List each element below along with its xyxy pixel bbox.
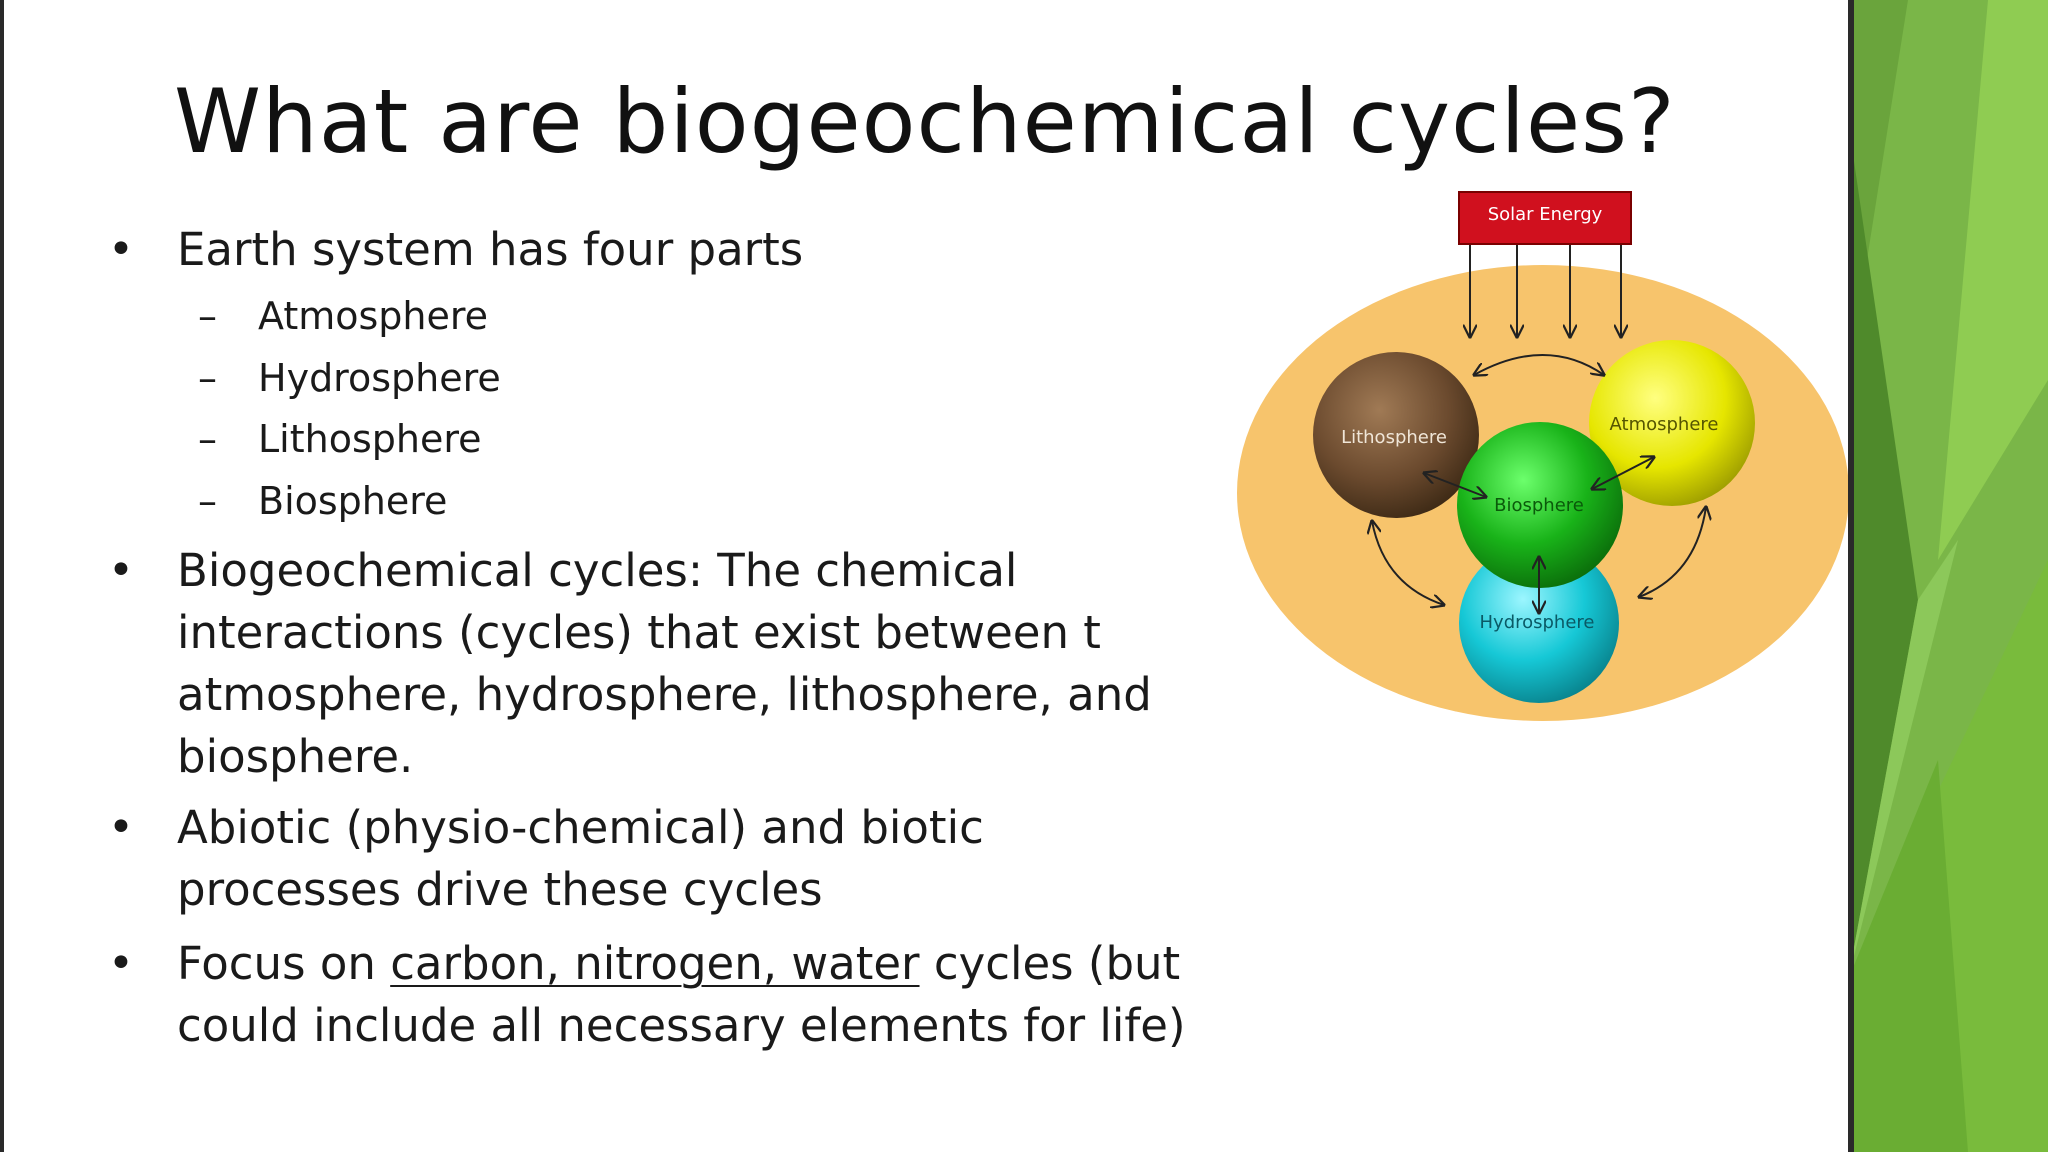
side-band-facet xyxy=(1848,760,1968,1152)
bullet-marker: • xyxy=(108,938,134,989)
sub-bullet-biosphere: Biosphere xyxy=(258,479,448,523)
bullet-list: • Earth system has four parts – Atmosphe… xyxy=(4,0,1304,1152)
definition-line-1: Biogeochemical cycles: The chemical xyxy=(177,544,1018,597)
definition-line-4: biosphere. xyxy=(177,730,414,783)
atmosphere-label: Atmosphere xyxy=(1610,414,1719,435)
decorative-side-band xyxy=(1848,0,2048,1152)
cycle-arrows xyxy=(1372,354,1706,613)
side-band-facet xyxy=(1848,540,1958,980)
side-band-facet xyxy=(1848,120,1918,980)
earth-system-diagram: Solar Energy Lithosphere Atmosphere Bios… xyxy=(1237,191,1849,721)
side-band-facet xyxy=(1938,0,2048,560)
definition-line-3: atmosphere, hydrosphere, lithosphere, an… xyxy=(177,668,1152,721)
sub-bullet-marker: – xyxy=(198,356,217,400)
bullet-abiotic-line-1: Abiotic (physio-chemical) and biotic xyxy=(177,801,984,854)
definition-line-2: interactions (cycles) that exist between… xyxy=(177,606,1101,659)
biosphere-sphere xyxy=(1457,422,1623,588)
sub-bullet-atmosphere: Atmosphere xyxy=(258,294,489,338)
side-band-divider xyxy=(1848,0,1854,1152)
solar-energy-box xyxy=(1458,191,1632,245)
sub-bullet-marker: – xyxy=(198,479,217,523)
lithosphere-label: Lithosphere xyxy=(1341,427,1447,448)
slide-content-area: What are biogeochemical cycles? • Earth … xyxy=(0,0,1849,1152)
bullet-focus-line-2: could include all necessary elements for… xyxy=(177,999,1186,1052)
focus-suffix: cycles (but xyxy=(919,937,1181,990)
sub-bullet-lithosphere: Lithosphere xyxy=(258,417,482,461)
biosphere-label: Biosphere xyxy=(1494,495,1584,516)
bullet-marker: • xyxy=(108,224,134,275)
bullet-marker: • xyxy=(108,802,134,853)
bullet-marker: • xyxy=(108,545,134,596)
bullet-abiotic-line-2: processes drive these cycles xyxy=(177,863,823,916)
bullet-focus-line-1: Focus on carbon, nitrogen, water cycles … xyxy=(177,933,1180,995)
bullet-definition: Biogeochemical cycles: The chemical inte… xyxy=(177,540,1237,800)
sub-bullet-marker: – xyxy=(198,417,217,461)
hydrosphere-sphere xyxy=(1459,543,1619,703)
bullet-earth-system: Earth system has four parts xyxy=(177,223,804,276)
sub-bullet-marker: – xyxy=(198,294,217,338)
hydrosphere-label: Hydrosphere xyxy=(1480,612,1595,633)
slide-title: What are biogeochemical cycles? xyxy=(174,70,1676,173)
focus-underlined: carbon, nitrogen, water xyxy=(390,937,920,990)
sub-bullet-hydrosphere: Hydrosphere xyxy=(258,356,501,400)
solar-arrows xyxy=(1470,245,1621,337)
solar-energy-label: Solar Energy xyxy=(1488,204,1603,225)
focus-prefix: Focus on xyxy=(177,937,391,990)
